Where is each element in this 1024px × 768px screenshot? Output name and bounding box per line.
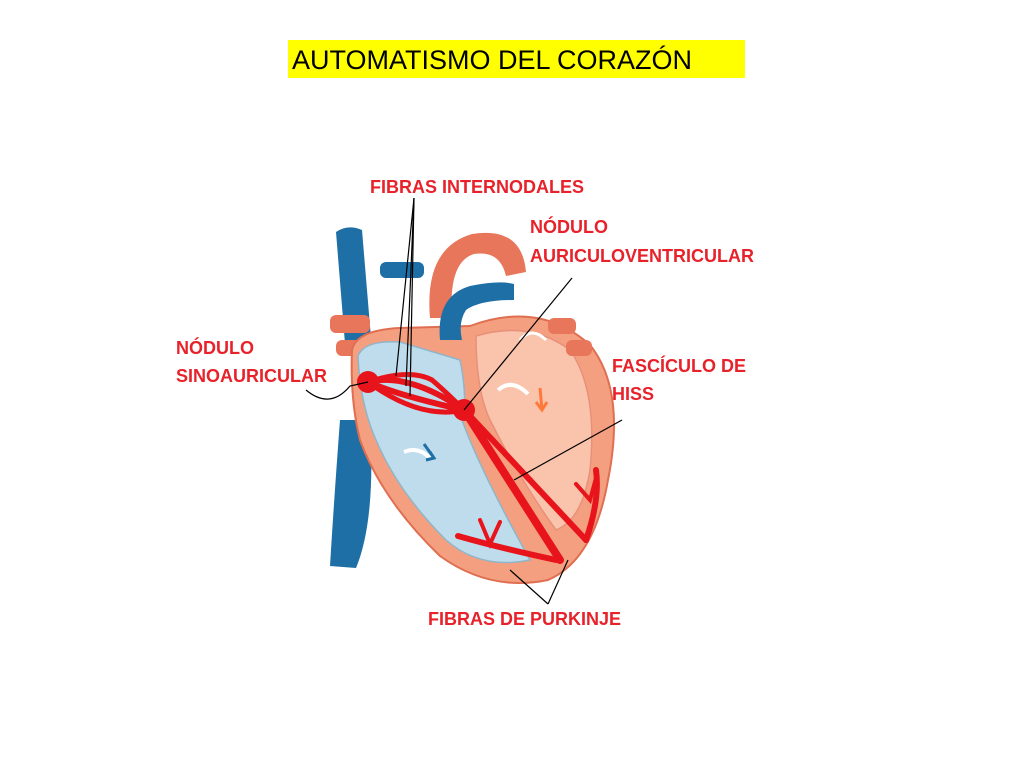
label-his-line1: FASCÍCULO DE (612, 355, 746, 376)
pulmonary-artery (439, 282, 514, 340)
label-sa-node-line2: SINOAURICULAR (176, 366, 327, 386)
label-av-node-line1: NÓDULO (530, 216, 608, 237)
label-internodal-fibers: FIBRAS INTERNODALES (370, 177, 584, 197)
pulmonary-artery-branch (380, 262, 424, 278)
label-his-line2: HISS (612, 384, 654, 404)
aortic-arch (429, 232, 526, 318)
right-flow-arrow-icon (422, 443, 437, 462)
left-flow-arrow-icon (534, 387, 549, 413)
inferior-vena-cava (330, 420, 372, 568)
aortic-valve (518, 331, 548, 342)
leader-lines (305, 197, 623, 605)
tricuspid-valve (403, 448, 432, 460)
label-purkinje-fibers: FIBRAS DE PURKINJE (428, 609, 621, 629)
pulmonary-vein-1 (330, 315, 370, 333)
page-title: AUTOMATISMO DEL CORAZÓN (288, 40, 745, 78)
pulmonary-vein-3 (548, 318, 576, 334)
label-av-node-line2: AURICULOVENTRICULAR (530, 246, 754, 266)
pulmonary-vein-4 (566, 340, 592, 356)
mitral-valve (496, 382, 530, 396)
left-heart-chamber (475, 329, 593, 531)
label-sa-node-line1: NÓDULO (176, 337, 254, 358)
